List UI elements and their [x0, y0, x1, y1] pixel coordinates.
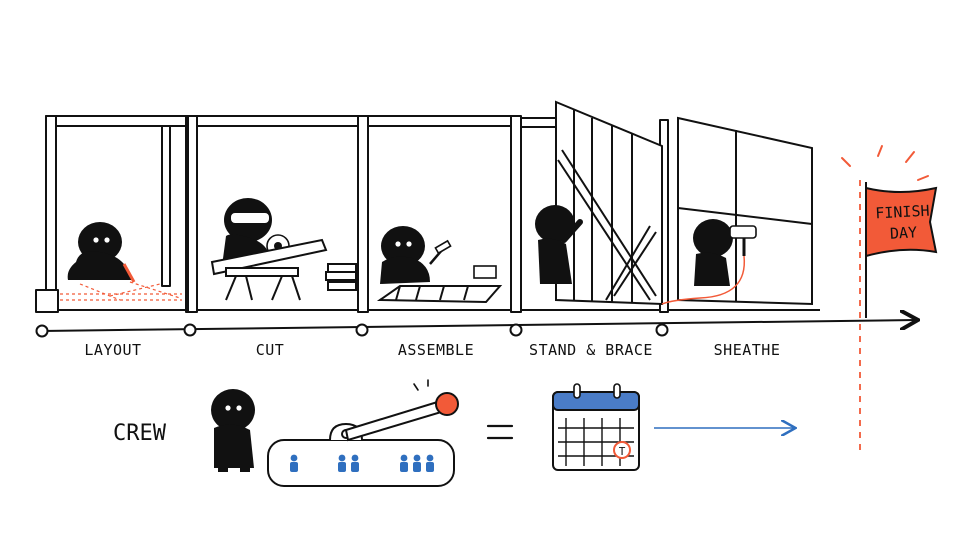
drill-cord — [661, 255, 745, 305]
stage-label-assemble: ASSEMBLE — [397, 341, 475, 359]
stage-label-cut: CUT — [255, 341, 285, 359]
worker-sheathe — [693, 219, 757, 286]
crew-person — [211, 389, 255, 472]
floor-frame — [376, 285, 503, 304]
flag-line-2: DAY — [889, 223, 918, 243]
worker-stand — [535, 205, 583, 284]
stage-label-sheathe: SHEATHE — [713, 341, 781, 359]
nail-box — [473, 265, 497, 279]
saw-horse — [210, 238, 328, 301]
worker-layout — [67, 222, 136, 283]
finish-flag — [841, 145, 938, 455]
finish-flag-label: FINISH DAY — [871, 200, 935, 245]
worker-assemble — [380, 226, 452, 284]
layout-marks — [60, 281, 182, 301]
timeline — [35, 320, 917, 338]
stage-label-layout: LAYOUT — [84, 341, 142, 359]
equals-sign — [486, 424, 514, 440]
calendar-icon: T — [552, 383, 640, 471]
stage-label-stand-brace: STAND & BRACE — [529, 341, 653, 359]
wall-frame — [35, 115, 820, 313]
lumber-stack — [325, 263, 357, 291]
svg-text:T: T — [619, 445, 626, 458]
crew-label: CREW — [113, 421, 166, 446]
standing-wall — [555, 100, 663, 306]
flag-line-1: FINISH — [874, 201, 930, 223]
crew-size-lever — [267, 379, 459, 487]
